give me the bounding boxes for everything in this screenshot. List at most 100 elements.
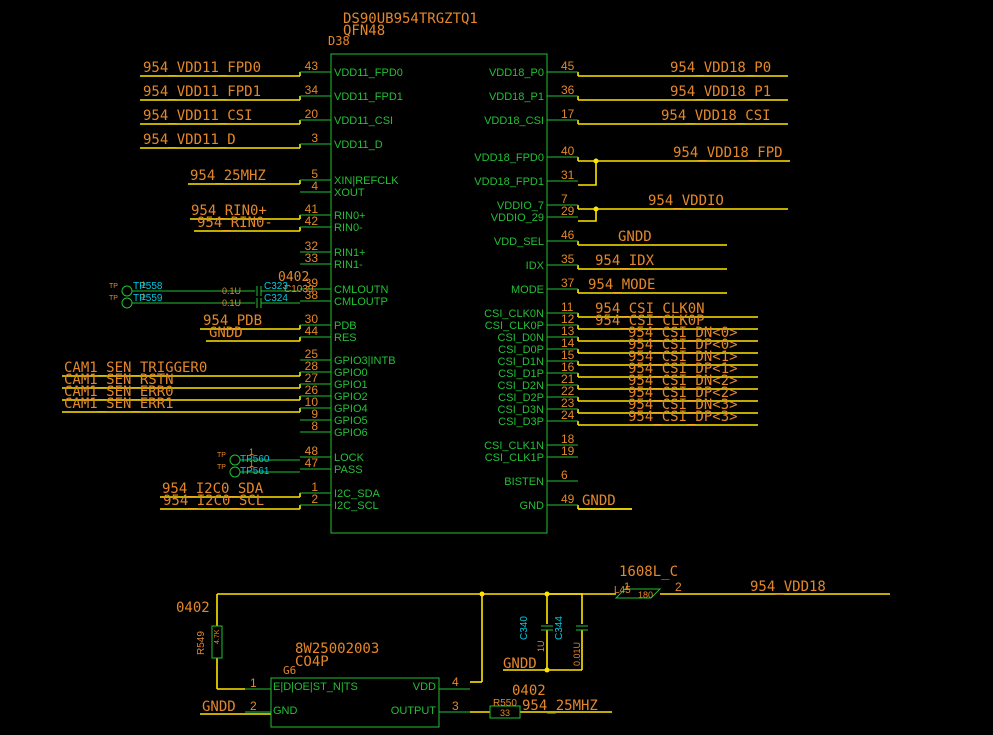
resistor-r549 [211, 625, 223, 659]
net-label: 954_VDD18_FPD [673, 145, 783, 161]
pin-number: 7 [561, 192, 568, 206]
pin-number: 8 [311, 419, 318, 433]
components [121, 53, 662, 728]
pin-number: 43 [305, 59, 319, 73]
cap-ref: C323 [264, 281, 288, 292]
cap-ref: C340 [519, 616, 530, 640]
pin-name: CSI_D1P [498, 368, 544, 380]
net-label: GNDD [209, 325, 243, 341]
test-point-ref: TP561 [240, 466, 270, 477]
pin-number: 45 [561, 59, 575, 73]
net-label: 954_I2C0_SDA [162, 481, 264, 497]
cap-package: 0402 [278, 270, 309, 285]
osc-ref: G6 [283, 664, 296, 677]
pin-name: IDX [526, 260, 545, 272]
pin-number: 41 [305, 202, 319, 216]
pin-number: 12 [561, 312, 575, 326]
net-label: 954_CSI_DN<2> [628, 373, 738, 389]
pin-number: 31 [561, 168, 575, 182]
pin-name: I2C_SCL [334, 500, 379, 512]
text-labels: DS90UB954TRGZTQ1QFN48D38VDD11_FPD043VDD1… [64, 11, 826, 718]
net-label: 954_CSI_DP<0> [628, 337, 738, 353]
osc-part: 8W25002003 [295, 641, 379, 657]
pin-number: 42 [305, 214, 319, 228]
pin-name: GPIO6 [334, 427, 368, 439]
pin-name: RIN0- [334, 222, 363, 234]
osc-package: CO4P [295, 654, 329, 670]
pin-number: 1 [250, 676, 257, 690]
resistor-value: 4.7K [214, 629, 221, 644]
pin-number: 32 [305, 239, 319, 253]
pin-number: 2 [311, 492, 318, 506]
net-label: GNDD [582, 493, 616, 509]
pin-name: GPIO2 [334, 391, 368, 403]
net-label: 954_VDD18 [750, 579, 826, 595]
net-label: CAM1_SEN_ERR1 [64, 396, 174, 412]
pin-number: 47 [305, 456, 319, 470]
pin-name: VDDIO_7 [497, 200, 544, 212]
pin-name: VDD18_CSI [484, 115, 544, 127]
pin-number: 39 [305, 276, 319, 290]
pin-name: CSI_D3P [498, 416, 544, 428]
net-label: 954_25MHZ [190, 168, 266, 184]
pin-name: VDDIO_29 [491, 212, 544, 224]
pin-name: VDD11_CSI [334, 115, 393, 127]
resistor-ref: R549 [196, 631, 207, 655]
net-label: 954_VDD18_P0 [670, 60, 771, 76]
pin-name: VDD18_P1 [489, 91, 544, 103]
pin-number: 22 [561, 384, 575, 398]
pin-number: 36 [561, 83, 575, 97]
test-point-ref: TP560 [240, 454, 270, 465]
pin-number: 49 [561, 492, 575, 506]
test-point [121, 285, 133, 297]
pin-number: 40 [561, 144, 575, 158]
net-label: GNDD [618, 229, 652, 245]
cap-ref: C324 [264, 293, 288, 304]
pin-number: 20 [305, 107, 319, 121]
tp-mark: TP [109, 295, 118, 302]
pin-name: CSI_D0P [498, 344, 544, 356]
pin-number: 19 [561, 444, 575, 458]
resistor-package: 0402 [512, 683, 546, 699]
resistor-package: 0402 [176, 600, 210, 616]
cap-value: 1U [536, 640, 546, 652]
tp-mark: TP [109, 283, 118, 290]
pin-number: 23 [561, 396, 575, 410]
resistor-r550 [489, 705, 521, 719]
net-label: 954_CSI_DN<1> [628, 349, 738, 365]
pin-number: 25 [305, 347, 319, 361]
tp-mark: TP [217, 464, 226, 471]
resistor-value: 33 [500, 708, 510, 718]
test-point-ref: TP559 [133, 293, 163, 304]
pin-number: 6 [561, 468, 568, 482]
pin-number: 4 [452, 675, 459, 689]
net-label: 954_PDB [203, 313, 262, 329]
pin-name: VDD11_D [334, 139, 383, 151]
pin-number: 1 [624, 581, 630, 593]
net-label: 954_CSI_DP<1> [628, 361, 738, 377]
pin-number: 14 [561, 336, 575, 350]
pin-number: 26 [305, 383, 319, 397]
pin-number: 24 [561, 408, 575, 422]
pin-number: 27 [305, 371, 319, 385]
pin-name: RIN1+ [334, 247, 366, 259]
net-label: 954_CSI_CLK0N [595, 301, 705, 317]
pin-name: VDD18_FPD0 [474, 152, 544, 164]
net-label: 954_VDD18_CSI [661, 108, 771, 124]
inductor-l45 [614, 588, 662, 599]
pin-name: GPIO4 [334, 403, 368, 415]
net-label: GNDD [503, 656, 537, 672]
pin-name: CSI_D1N [498, 356, 545, 368]
pin-number: 4 [311, 179, 318, 193]
net-label: 954_VDDIO [648, 193, 724, 209]
pin-number: 13 [561, 324, 575, 338]
pin-number: 38 [305, 288, 319, 302]
net-label: 954_VDD18_P1 [670, 84, 771, 100]
pin-name: CSI_D2N [498, 380, 545, 392]
pin-number: 44 [305, 324, 319, 338]
pin-name: CMLOUTN [334, 284, 388, 296]
net-label: 954_CSI_CLK0P [595, 313, 705, 329]
pin-number: 1 [249, 447, 254, 457]
pin-number: 9 [311, 407, 318, 421]
cap-value: 0.1U [222, 286, 241, 296]
